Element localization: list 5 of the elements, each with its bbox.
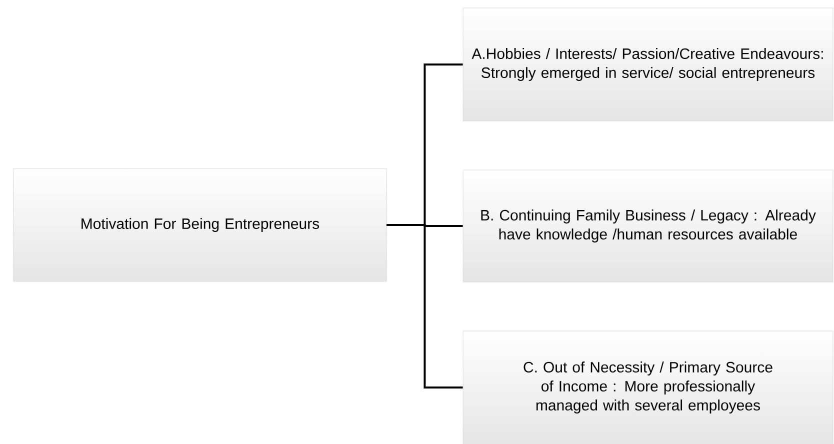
text-box: C. Out of Necessity / Primary Source of Income : More professionally managed with several employees (462, 330, 834, 444)
text-box: Motivation For Being Entrepreneurs (13, 168, 387, 282)
text-box: B. Continuing Family Business / Legacy : Already have knowledge /human resources available (462, 170, 834, 282)
text-box: A.Hobbies / Interests/ Passion/Creative Endeavours: Strongly emerged in service/ social entrepreneurs (462, 8, 834, 122)
connector-line (386, 224, 463, 388)
